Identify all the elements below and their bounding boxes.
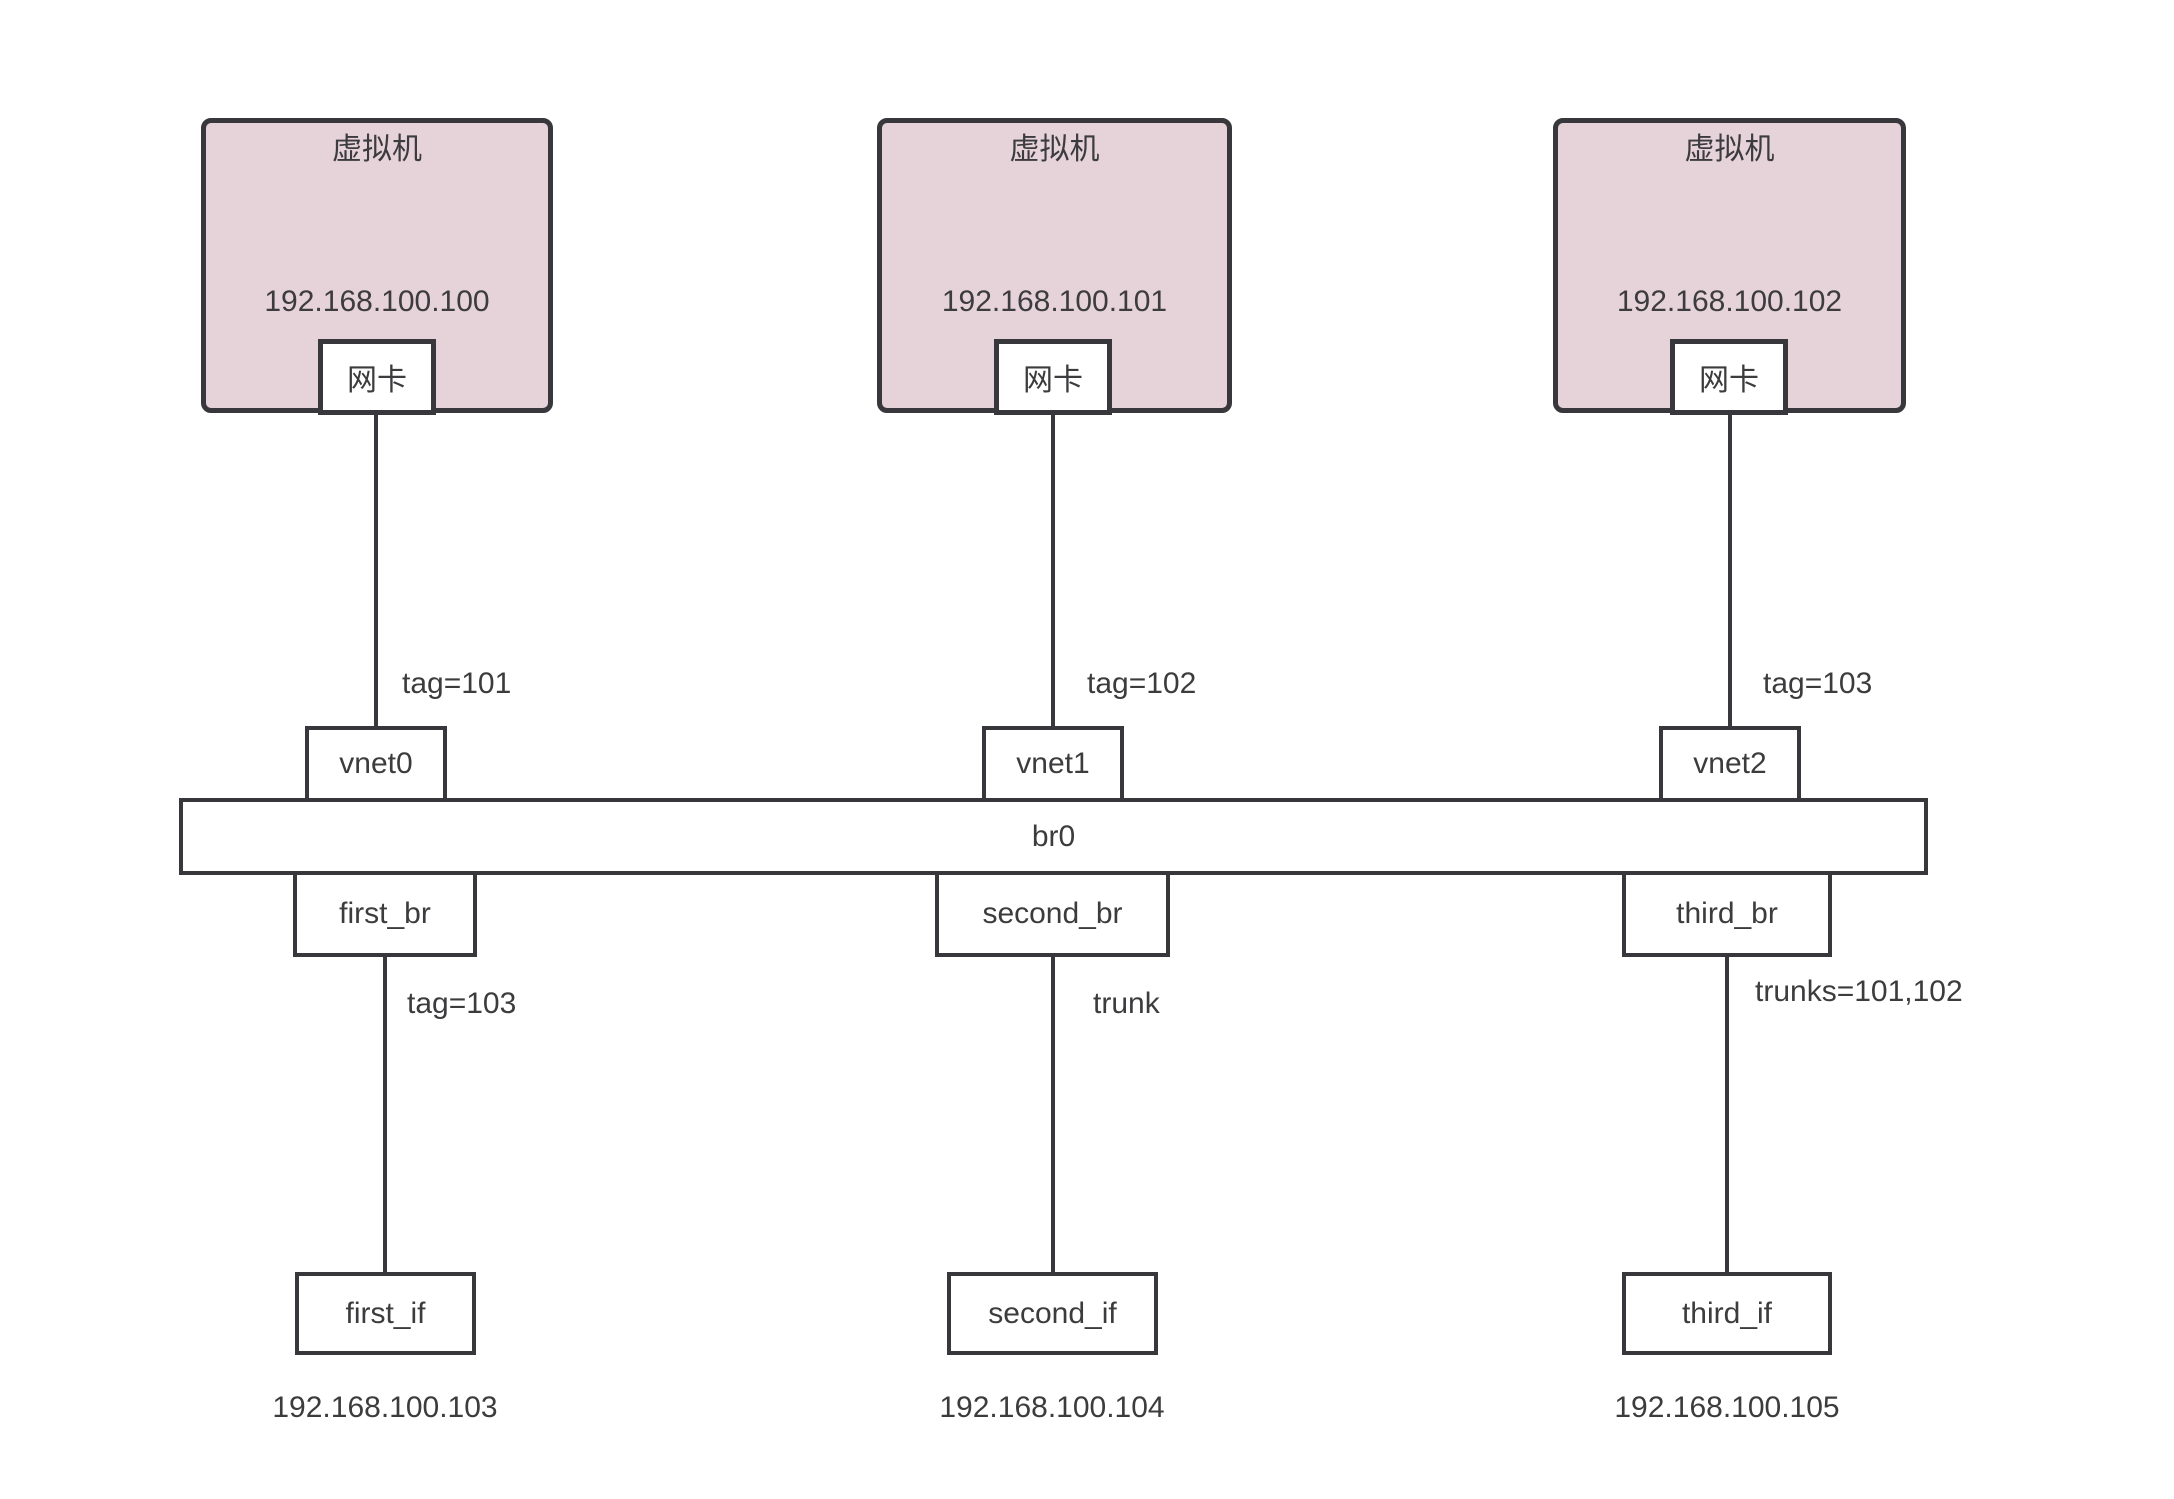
- vm-title: 虚拟机: [1684, 133, 1775, 166]
- nic-label: 网卡: [347, 364, 407, 397]
- vm-title: 虚拟机: [1009, 133, 1100, 166]
- vnet2-box: vnet2: [1659, 726, 1801, 802]
- interface-ip-label-1: 192.168.100.103: [272, 1391, 498, 1424]
- first-br-box: first_br: [293, 871, 477, 957]
- vm-ip-label: 192.168.100.101: [941, 285, 1168, 318]
- vnet-tag-label-2: tag=102: [1087, 667, 1197, 700]
- vnet1-box: vnet1: [982, 726, 1124, 802]
- vnet0-box: vnet0: [305, 726, 447, 802]
- interface-ip-label-2: 192.168.100.104: [939, 1391, 1165, 1424]
- first-if-box: first_if: [295, 1272, 476, 1355]
- nic-box-2: 网卡: [994, 339, 1112, 415]
- bridge-port-tag-label-1: tag=103: [407, 987, 517, 1020]
- second-if-box: second_if: [947, 1272, 1158, 1355]
- bridge-port-tag-label-2: trunk: [1093, 987, 1160, 1020]
- vnet-tag-label-3: tag=103: [1763, 667, 1873, 700]
- nic-box-1: 网卡: [318, 339, 436, 415]
- bridge-port-label: second_br: [982, 897, 1123, 930]
- bridge-port-label: first_br: [339, 897, 431, 930]
- vnet-label: vnet0: [339, 747, 413, 780]
- second-br-box: second_br: [935, 871, 1170, 957]
- connector-secondbr-to-secondif: [1051, 955, 1055, 1273]
- vnet-label: vnet1: [1016, 747, 1090, 780]
- connector-thirdbr-to-thirdif: [1725, 955, 1729, 1273]
- vm-ip-label: 192.168.100.102: [1616, 285, 1843, 318]
- vnet-tag-label-1: tag=101: [402, 667, 512, 700]
- bridge-port-label: third_br: [1676, 897, 1778, 930]
- nic-label: 网卡: [1699, 364, 1759, 397]
- nic-label: 网卡: [1023, 364, 1083, 397]
- vnet-label: vnet2: [1693, 747, 1767, 780]
- connector-nic2-to-vnet1: [1051, 414, 1055, 726]
- connector-firstbr-to-firstif: [383, 955, 387, 1273]
- interface-label: first_if: [345, 1296, 426, 1330]
- interface-label: third_if: [1681, 1296, 1773, 1330]
- vm-ip-label: 192.168.100.100: [264, 285, 490, 318]
- bridge-label: br0: [1031, 819, 1076, 853]
- connector-nic1-to-vnet0: [374, 414, 378, 726]
- connector-nic3-to-vnet2: [1728, 414, 1732, 726]
- interface-label: second_if: [988, 1296, 1117, 1330]
- bridge-port-tag-label-3: trunks=101,102: [1755, 975, 1963, 1008]
- third-if-box: third_if: [1622, 1272, 1832, 1355]
- third-br-box: third_br: [1622, 871, 1832, 957]
- vm-title: 虚拟机: [332, 133, 422, 166]
- bridge-br0-bar: br0: [179, 798, 1928, 875]
- nic-box-3: 网卡: [1670, 339, 1788, 415]
- interface-ip-label-3: 192.168.100.105: [1614, 1391, 1840, 1424]
